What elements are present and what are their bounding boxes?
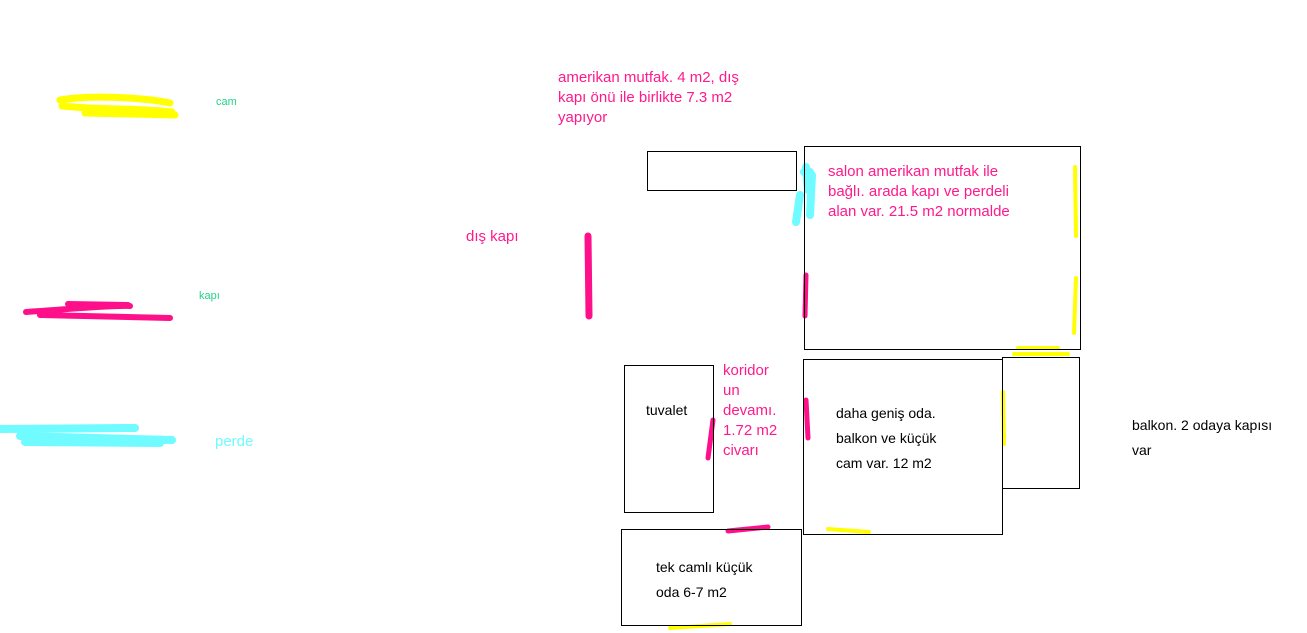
front-door-stroke	[584, 232, 593, 320]
small-room	[621, 529, 802, 626]
big-room-note: daha geniş oda. balkon ve küçük cam var.…	[836, 405, 937, 471]
salon-door-stroke	[802, 272, 809, 319]
legend-door-label: kapı	[199, 290, 220, 302]
legend-glass-label: cam	[216, 96, 237, 108]
toilet-room	[624, 365, 714, 513]
legend-curtain-label: perde	[215, 433, 254, 450]
balcony-note: balkon. 2 odaya kapısı var	[1132, 417, 1273, 458]
salon-window-top-stroke	[1073, 165, 1078, 238]
kitchen-counter-box	[647, 151, 797, 191]
front-door-label: dış kapı	[466, 228, 519, 245]
legend-curtain-stroke	[0, 424, 176, 447]
legend-glass-stroke	[56, 93, 179, 119]
toilet-door-stroke	[705, 417, 716, 461]
salon-room	[804, 146, 1081, 350]
salon-curtain-stroke	[792, 163, 816, 226]
salon-note: salon amerikan mutfak ile bağlı. arada k…	[828, 163, 1010, 220]
kitchen-note: amerikan mutfak. 4 m2, dış kapı önü ile …	[558, 69, 739, 126]
balcony-window-stroke	[1012, 346, 1070, 356]
small-room-note: tek camlı küçük oda 6-7 m2	[656, 559, 753, 600]
toilet-label: tuvalet	[646, 402, 688, 418]
balcony-room	[1002, 357, 1080, 489]
bigroom-small-window-stroke	[826, 527, 871, 534]
bigroom-balcony-window-stroke	[1001, 390, 1006, 446]
smallroom-window-stroke	[668, 622, 732, 630]
legend-door-stroke	[23, 301, 173, 321]
bigroom-door-stroke	[803, 397, 811, 441]
corridor-note: koridor un devamı. 1.72 m2 civarı	[723, 362, 778, 459]
salon-window-bottom-stroke	[1072, 276, 1078, 335]
